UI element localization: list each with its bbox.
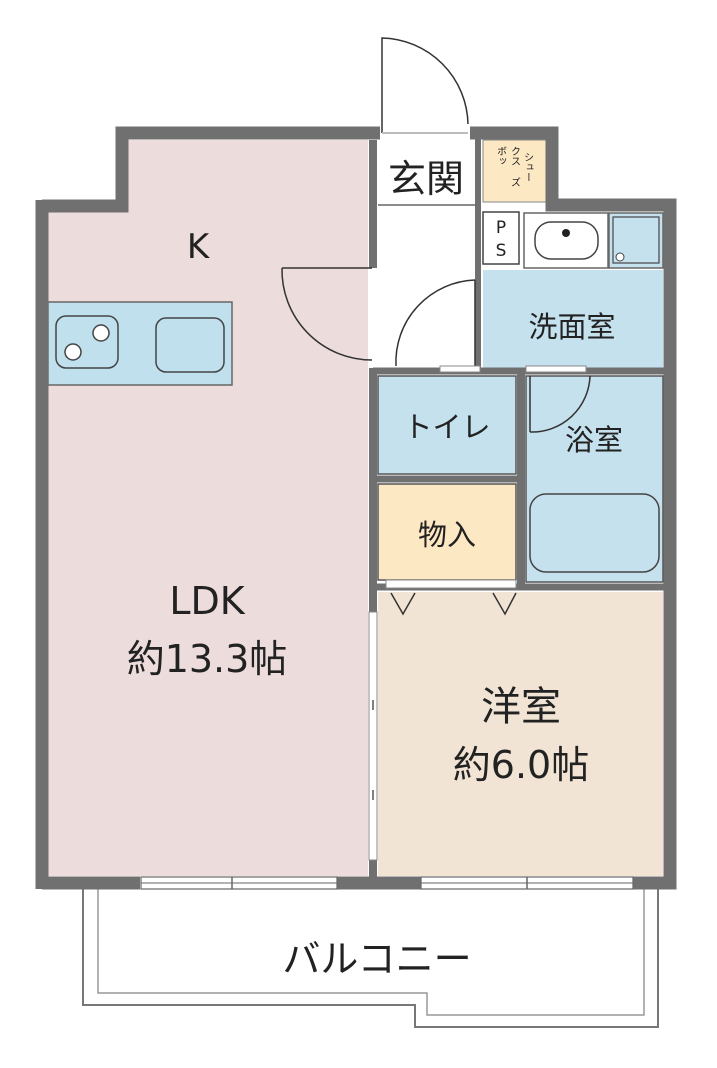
basin-bowl	[534, 221, 599, 260]
bath-door-icon	[529, 375, 591, 433]
storage-room	[377, 483, 517, 581]
label-toilet: トイレ	[403, 410, 490, 444]
storage-folding-door-icon	[390, 592, 517, 616]
toilet-room	[377, 375, 517, 475]
label-ps-p: P	[496, 218, 506, 238]
washer-drain-icon	[615, 252, 625, 262]
label-ps-s: S	[496, 241, 507, 261]
label-western-size: 約6.0帖	[453, 743, 589, 787]
balcony-outline	[82, 888, 659, 1028]
label-shoe-box-2: ズ	[509, 177, 521, 187]
washroom-room	[483, 270, 663, 368]
label-balcony: バルコニー	[282, 937, 471, 981]
bath-threshold	[525, 365, 587, 373]
outer-wall	[42, 126, 677, 890]
label-ldk: LDK	[169, 579, 245, 623]
label-entrance: 玄関	[388, 157, 464, 201]
sink	[155, 317, 225, 373]
label-shoe-box-3: ボッ	[495, 146, 507, 166]
label-kitchen: K	[187, 227, 211, 267]
burner-icon	[64, 343, 82, 361]
stove	[55, 315, 119, 369]
balcony-inner-outline	[97, 888, 645, 1016]
label-bath: 浴室	[565, 423, 623, 457]
label-shoe-box-4: クス	[509, 146, 520, 166]
washroom-door-icon	[395, 279, 476, 368]
label-shoe-box-1: シュー	[522, 152, 533, 182]
entrance-floor	[378, 138, 476, 368]
ps-box	[482, 211, 520, 265]
storage-door-frame	[385, 579, 517, 589]
drain-icon	[562, 229, 570, 237]
western-room	[378, 592, 663, 876]
western-sliding-door	[368, 611, 378, 861]
entrance-door-icon	[381, 37, 469, 133]
label-western: 洋室	[481, 684, 561, 730]
label-storage: 物入	[418, 518, 476, 552]
burner-icon	[92, 324, 110, 342]
ldk-door-icon	[281, 267, 373, 361]
washroom-threshold	[439, 365, 481, 373]
label-washroom: 洗面室	[528, 310, 615, 344]
label-ldk-size: 約13.3帖	[127, 637, 288, 681]
bathtub	[529, 493, 660, 573]
